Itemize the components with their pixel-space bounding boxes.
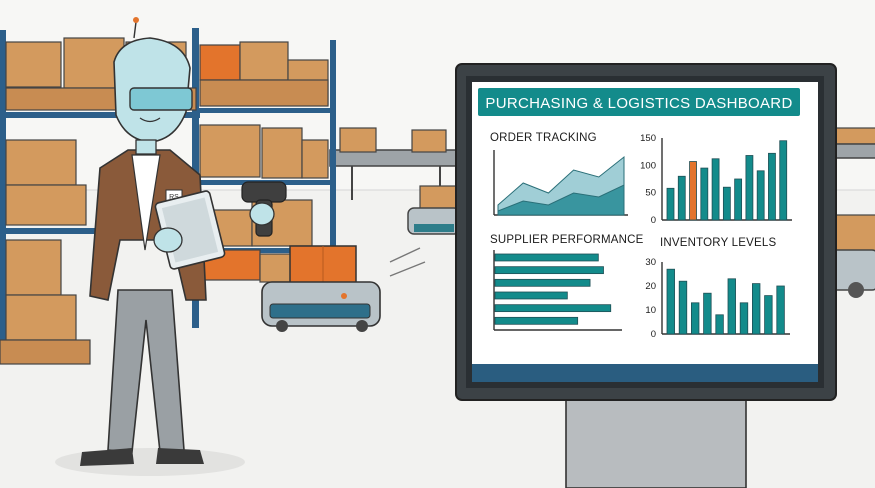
top-chart-bar (779, 140, 788, 221)
inventory-bar (715, 314, 724, 335)
name-badge-text: RS (169, 194, 179, 201)
inventory-bar (703, 292, 712, 335)
order-tracking-title: ORDER TRACKING (490, 132, 597, 144)
inventory-bar (691, 302, 700, 335)
top-chart-bar (745, 155, 754, 221)
top-chart-ytick: 100 (640, 160, 656, 171)
distant-robot (407, 185, 461, 235)
warehouse-worker: RS (55, 17, 287, 476)
inventory-ytick: 20 (645, 281, 656, 292)
inventory-bar (764, 295, 773, 335)
top-chart-bar (768, 152, 776, 221)
top-chart-bar (689, 161, 697, 221)
order-area-series-1 (497, 184, 625, 216)
inventory-levels-title: INVENTORY LEVELS (660, 237, 776, 249)
barcode-scanner (241, 181, 287, 237)
supplier-bar (494, 304, 612, 313)
order-tracking-chart (493, 150, 628, 216)
inventory-bar (678, 280, 688, 335)
top-chart-ytick: 0 (651, 215, 656, 226)
top-chart-bar (756, 170, 765, 221)
supplier-bar (494, 253, 599, 262)
screen-bottom-bar (472, 364, 818, 382)
top-chart-bar (722, 186, 731, 221)
top-chart-bar (666, 187, 675, 221)
top-chart-bar (734, 178, 743, 221)
inventory-ytick: 10 (645, 305, 656, 316)
inventory-bar (727, 278, 736, 335)
edge-robot (829, 214, 875, 298)
supplier-performance-chart (493, 250, 622, 331)
delivery-robot (261, 245, 426, 332)
top-bar-chart: 150 100 50 0 (640, 133, 792, 226)
inventory-bar (752, 283, 761, 335)
inventory-bar (776, 285, 785, 335)
top-chart-bar (711, 158, 720, 221)
inventory-ytick: 0 (651, 329, 656, 340)
supplier-bar (494, 316, 579, 325)
inventory-bar (739, 302, 749, 335)
supplier-bar (494, 278, 591, 287)
inventory-ytick: 30 (645, 257, 656, 268)
inventory-levels-chart: 30 20 10 0 (645, 257, 790, 340)
top-chart-ytick: 150 (640, 133, 656, 144)
dashboard-title-bar (478, 88, 800, 116)
top-chart-bar (677, 175, 686, 221)
warehouse-shelves (0, 28, 336, 365)
dashboard-title: PURCHASING & LOGISTICS DASHBOARD (485, 95, 792, 112)
supplier-performance-title: SUPPLIER PERFORMANCE (490, 234, 644, 246)
inventory-bar (666, 268, 675, 335)
conveyor-belt (329, 127, 875, 200)
supplier-bar (494, 291, 568, 300)
top-chart-ytick: 50 (645, 188, 656, 199)
top-chart-bar (700, 167, 709, 221)
headset-visor (129, 87, 193, 111)
supplier-bar (494, 266, 604, 275)
